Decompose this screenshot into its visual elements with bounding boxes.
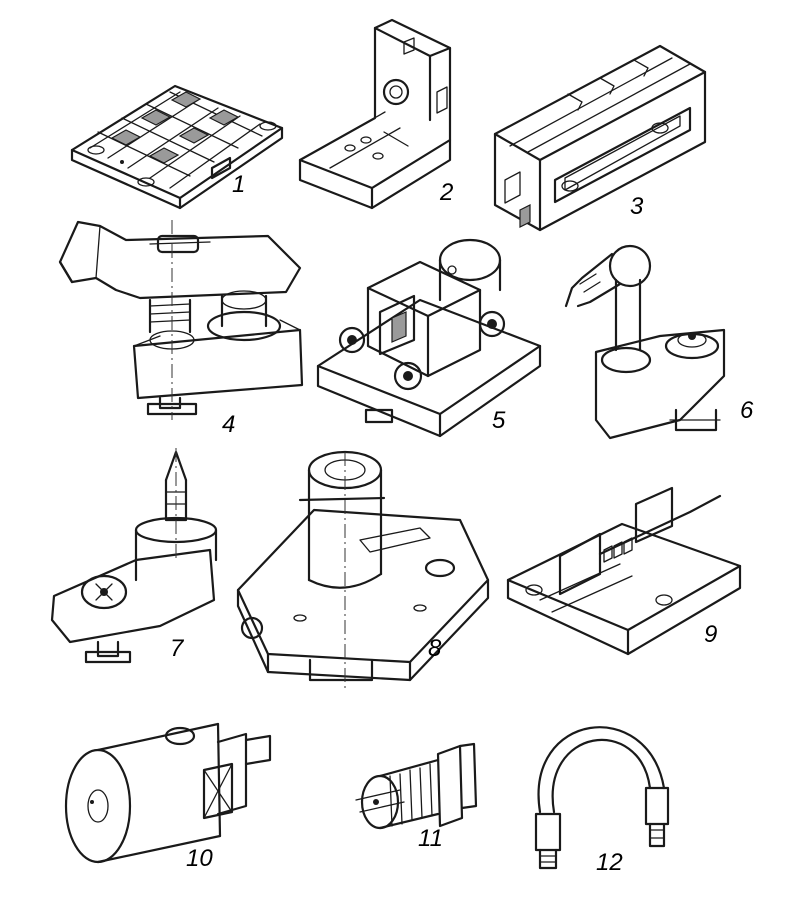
part-11-threaded-plug: [355, 742, 478, 830]
part-6-ball-support-pin: [564, 244, 726, 440]
part-number-8: 8: [428, 635, 442, 662]
part-number-1: 1: [232, 171, 245, 198]
part-5-block-clamp: [316, 238, 542, 438]
part-7-clamp-with-locating-pin: [50, 448, 218, 664]
part-number-4: 4: [222, 411, 235, 438]
part-10-cylinder-unit: [64, 722, 272, 864]
part-number-6: 6: [740, 397, 754, 424]
part-8-tower-plate: [236, 450, 490, 690]
part-2-angle-bracket: [298, 18, 452, 210]
part-number-12: 12: [596, 849, 623, 876]
part-number-2: 2: [439, 179, 453, 206]
part-number-7: 7: [170, 635, 185, 662]
part-number-3: 3: [630, 193, 644, 220]
part-1-slotted-base-plate: [70, 84, 284, 210]
part-number-9: 9: [704, 621, 717, 648]
part-9-vise: [506, 486, 742, 656]
part-number-11: 11: [418, 825, 443, 852]
part-12-bent-tube: [534, 726, 670, 870]
part-number-5: 5: [492, 407, 506, 434]
part-4-swing-clamp: [58, 220, 304, 420]
part-number-10: 10: [186, 845, 213, 872]
part-3-channel-block: [493, 44, 707, 232]
